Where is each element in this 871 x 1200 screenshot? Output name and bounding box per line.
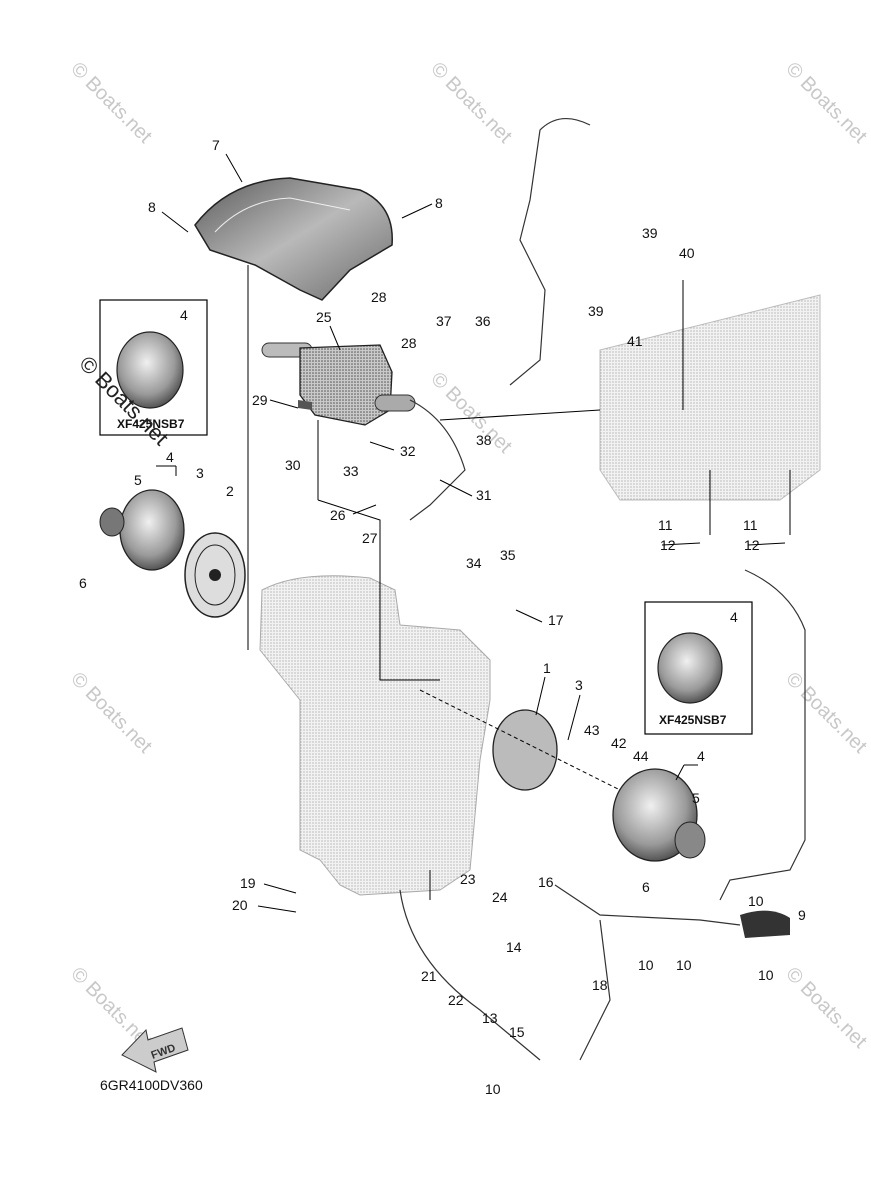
callout-5: 5 [134,472,142,488]
inset-box-left: 4 XF425NSB7 [99,299,208,436]
callout-23: 23 [460,871,476,887]
callout-32: 32 [400,443,416,459]
callout-3: 3 [196,465,204,481]
callout-6: 6 [642,879,650,895]
callout-10: 10 [748,893,764,909]
callout-5: 5 [692,790,700,806]
callout-30: 30 [285,457,301,473]
inset-part-number: 4 [180,307,188,323]
callout-29: 29 [252,392,268,408]
callout-10: 10 [485,1081,501,1097]
callout-27: 27 [362,530,378,546]
callout-36: 36 [475,313,491,329]
callout-9: 9 [798,907,806,923]
callout-26: 26 [330,507,346,523]
callout-41: 41 [627,333,643,349]
fwd-arrow: FWD [121,1027,189,1073]
watermark: © Boats.net [66,668,156,758]
callout-40: 40 [679,245,695,261]
watermark: © Boats.net [781,963,871,1053]
inset-box-right: 4 XF425NSB7 [644,601,753,735]
engine-block [259,294,821,896]
callout-20: 20 [232,897,248,913]
inset-label: XF425NSB7 [659,713,727,727]
callout-14: 14 [506,939,522,955]
top-cover [194,177,393,301]
callout-3: 3 [575,677,583,693]
cover-4-left [99,489,185,571]
callout-35: 35 [500,547,516,563]
diagram-code: 6GR4100DV360 [100,1077,203,1093]
callout-13: 13 [482,1010,498,1026]
callout-4: 4 [697,748,705,764]
callout-33: 33 [343,463,359,479]
callout-22: 22 [448,992,464,1008]
callout-21: 21 [421,968,437,984]
watermark: © Boats.net [66,58,156,148]
callout-11: 11 [658,517,673,533]
callout-28: 28 [371,289,387,305]
callout-10: 10 [758,967,774,983]
inset-part-number: 4 [730,609,738,625]
callout-39: 39 [588,303,604,319]
leader-lines [156,153,786,913]
callout-31: 31 [476,487,492,503]
wire-harness [399,118,806,1061]
starter-motor [261,342,416,426]
callout-8: 8 [148,199,156,215]
callout-34: 34 [466,555,482,571]
callout-39: 39 [642,225,658,241]
callout-17: 17 [548,612,564,628]
callout-38: 38 [476,432,492,448]
flywheel [184,532,246,618]
callout-44: 44 [633,748,649,764]
callout-7: 7 [212,137,220,153]
watermark: © Boats.net [426,368,516,458]
callout-4: 4 [166,449,174,465]
watermark: © Boats.net [781,58,871,148]
callout-15: 15 [509,1024,525,1040]
inset-label: XF425NSB7 [117,417,185,431]
callout-28: 28 [401,335,417,351]
reference-lines [247,265,791,900]
watermark: © Boats.net [426,58,516,148]
callout-25: 25 [316,309,332,325]
connector-9 [740,910,790,938]
callout-18: 18 [592,977,608,993]
watermark: © Boats.net [781,668,871,758]
callout-43: 43 [584,722,600,738]
cover-4-right [492,709,706,862]
callout-37: 37 [436,313,452,329]
callout-1: 1 [543,660,551,676]
callout-6: 6 [79,575,87,591]
callout-8: 8 [435,195,443,211]
callout-labels: 7 8 8 28 28 25 37 36 29 30 32 33 38 31 2… [79,137,806,1097]
callout-24: 24 [492,889,508,905]
callout-11: 11 [743,517,758,533]
callout-2: 2 [226,483,234,499]
callout-42: 42 [611,735,627,751]
callout-16: 16 [538,874,554,890]
callout-10: 10 [676,957,692,973]
callout-10: 10 [638,957,654,973]
callout-19: 19 [240,875,256,891]
